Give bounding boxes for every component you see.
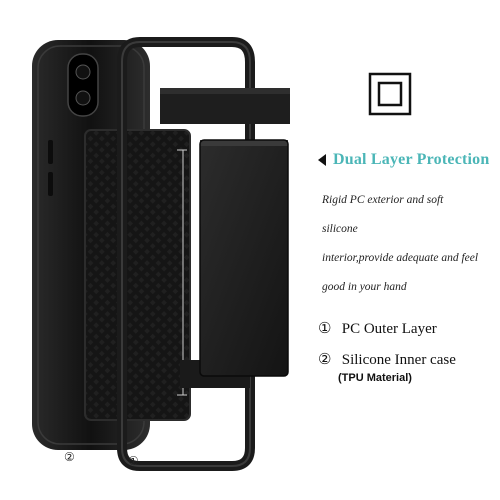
headline-text: Dual Layer Protection	[333, 151, 490, 168]
card-slot-interior	[84, 129, 191, 421]
description-line: Rigid PC exterior and soft silicone	[322, 194, 444, 235]
marker-outer-layer: ①	[128, 454, 139, 468]
layer-item-pc: ① PC Outer Layer	[318, 319, 437, 338]
description: Rigid PC exterior and soft silicone inte…	[322, 186, 482, 302]
layer-label: Silicone Inner case	[341, 352, 456, 368]
layer-number: ①	[318, 321, 332, 337]
double-square-icon	[368, 72, 412, 116]
tpu-note: (TPU Material)	[338, 372, 412, 384]
layer-number: ②	[318, 352, 332, 368]
marker-inner-case: ②	[64, 450, 75, 464]
triangle-left-icon	[318, 154, 326, 166]
layer-item-silicone: ② Silicone Inner case	[318, 350, 456, 369]
description-line: interior,provide adequate and feel	[322, 252, 479, 264]
sliding-card-cover	[199, 139, 289, 377]
layer-label: PC Outer Layer	[341, 321, 437, 337]
headline: Dual Layer Protection	[318, 150, 490, 170]
description-line: good in your hand	[322, 281, 407, 293]
